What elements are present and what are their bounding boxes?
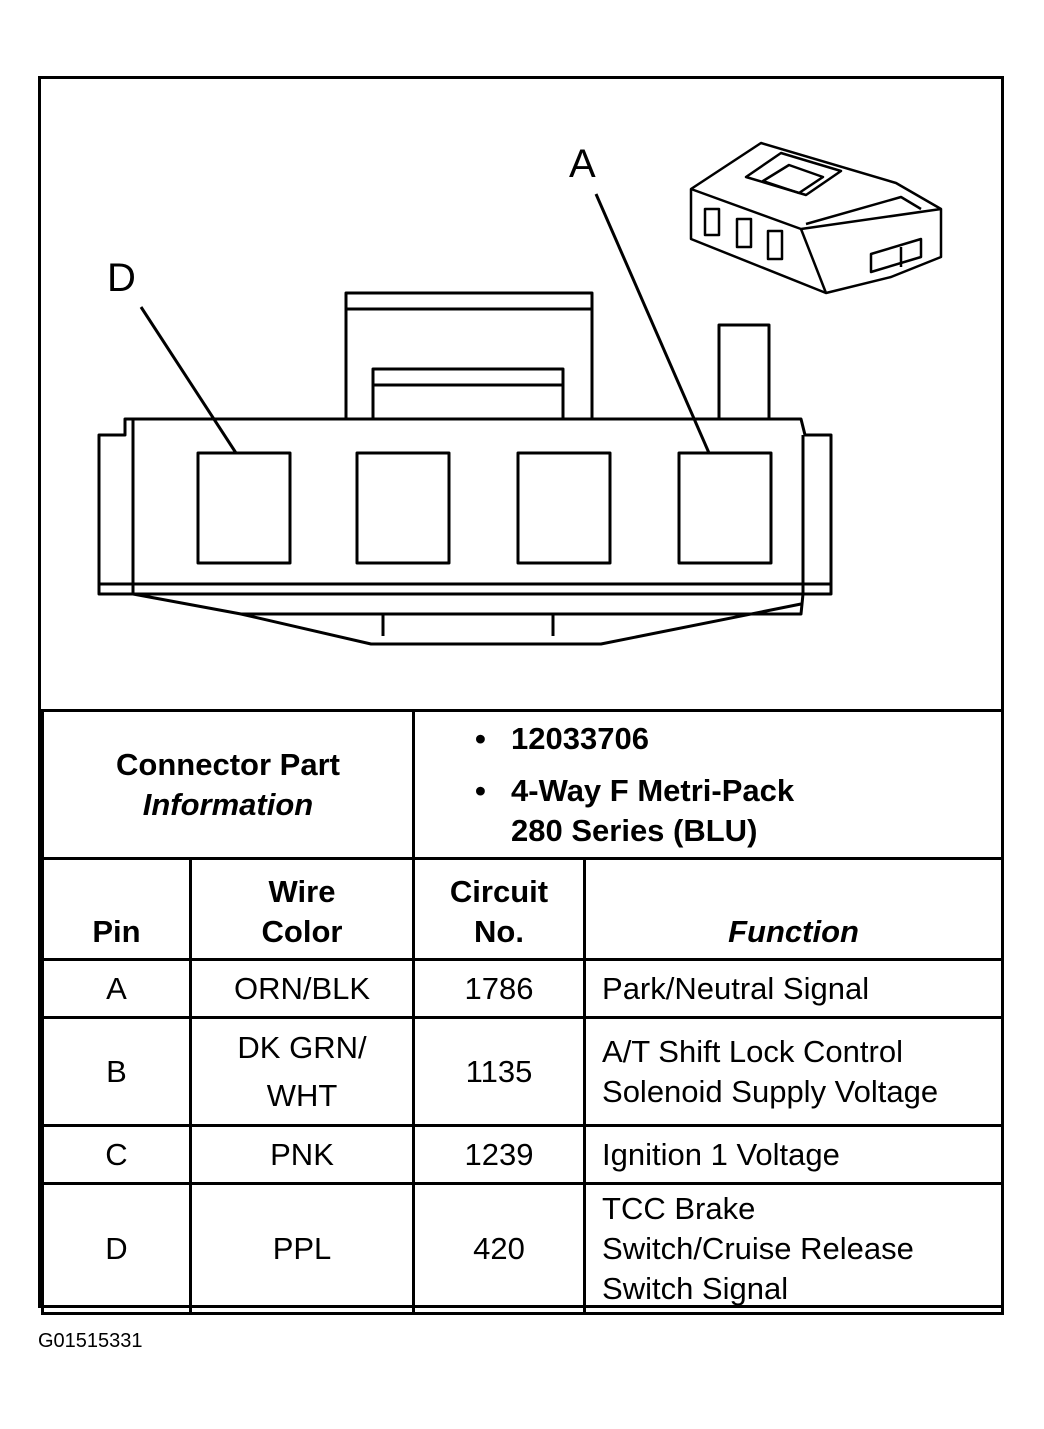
table-row: C PNK 1239 Ignition 1 Voltage (41, 1124, 1005, 1185)
figure-id: G01515331 (38, 1330, 143, 1352)
connector-part-label: Connector Part Information (40, 709, 416, 860)
function-cell: TCC Brake Switch/Cruise Release Switch S… (583, 1182, 1005, 1315)
diagram-frame: A D Connector Part Information 12033706 … (38, 76, 1005, 1315)
cavity-c (355, 451, 451, 565)
connector-series: 280 Series (BLU) (511, 812, 758, 848)
circuit-cell: 1786 (412, 958, 587, 1019)
header-function: Function (583, 857, 1005, 961)
leader-line-a (594, 193, 711, 454)
cavity-a (677, 451, 773, 565)
callout-d: D (107, 256, 136, 300)
connector-part-label-line1: Connector Part (116, 746, 340, 782)
callout-a: A (569, 142, 596, 186)
connector-tab (717, 323, 771, 424)
wire-color-cell: DK GRN/WHT (188, 1016, 416, 1127)
circuit-cell: 1239 (412, 1124, 587, 1185)
pin-cell: B (41, 1016, 192, 1127)
connector-isometric-view (689, 141, 943, 295)
table-row: A ORN/BLK 1786 Park/Neutral Signal (41, 958, 1005, 1019)
wire-color-cell: PPL (188, 1182, 416, 1315)
connector-latch (344, 291, 594, 425)
circuit-cell: 1135 (412, 1016, 587, 1127)
connector-drawing: A D (97, 141, 943, 646)
wire-color-cell: ORN/BLK (188, 958, 416, 1019)
pin-cell: C (41, 1124, 192, 1185)
cavity-d (196, 451, 292, 565)
connector-part-info-row: Connector Part Information 12033706 4-Wa… (40, 709, 1005, 860)
connector-type: 4-Way F Metri-Pack 280 Series (BLU) (475, 771, 1001, 851)
connector-part-values: 12033706 4-Way F Metri-Pack 280 Series (… (412, 709, 1005, 860)
function-cell: Ignition 1 Voltage (583, 1124, 1005, 1185)
connector-part-label-line2: Information (142, 786, 314, 822)
header-pin: Pin (41, 857, 192, 961)
pin-cell: A (41, 958, 192, 1019)
cavity-b (516, 451, 612, 565)
table-row: D PPL 420 TCC Brake Switch/Cruise Releas… (41, 1182, 1005, 1315)
function-cell: Park/Neutral Signal (583, 958, 1005, 1019)
leader-line-d (139, 306, 238, 454)
table-row: B DK GRN/WHT 1135 A/T Shift Lock Control… (41, 1016, 1005, 1127)
connector-info-table: Connector Part Information 12033706 4-Wa… (40, 709, 1005, 1315)
pin-cell: D (41, 1182, 192, 1315)
circuit-cell: 420 (412, 1182, 587, 1315)
part-number: 12033706 (475, 719, 1001, 759)
wire-color-cell: PNK (188, 1124, 416, 1185)
